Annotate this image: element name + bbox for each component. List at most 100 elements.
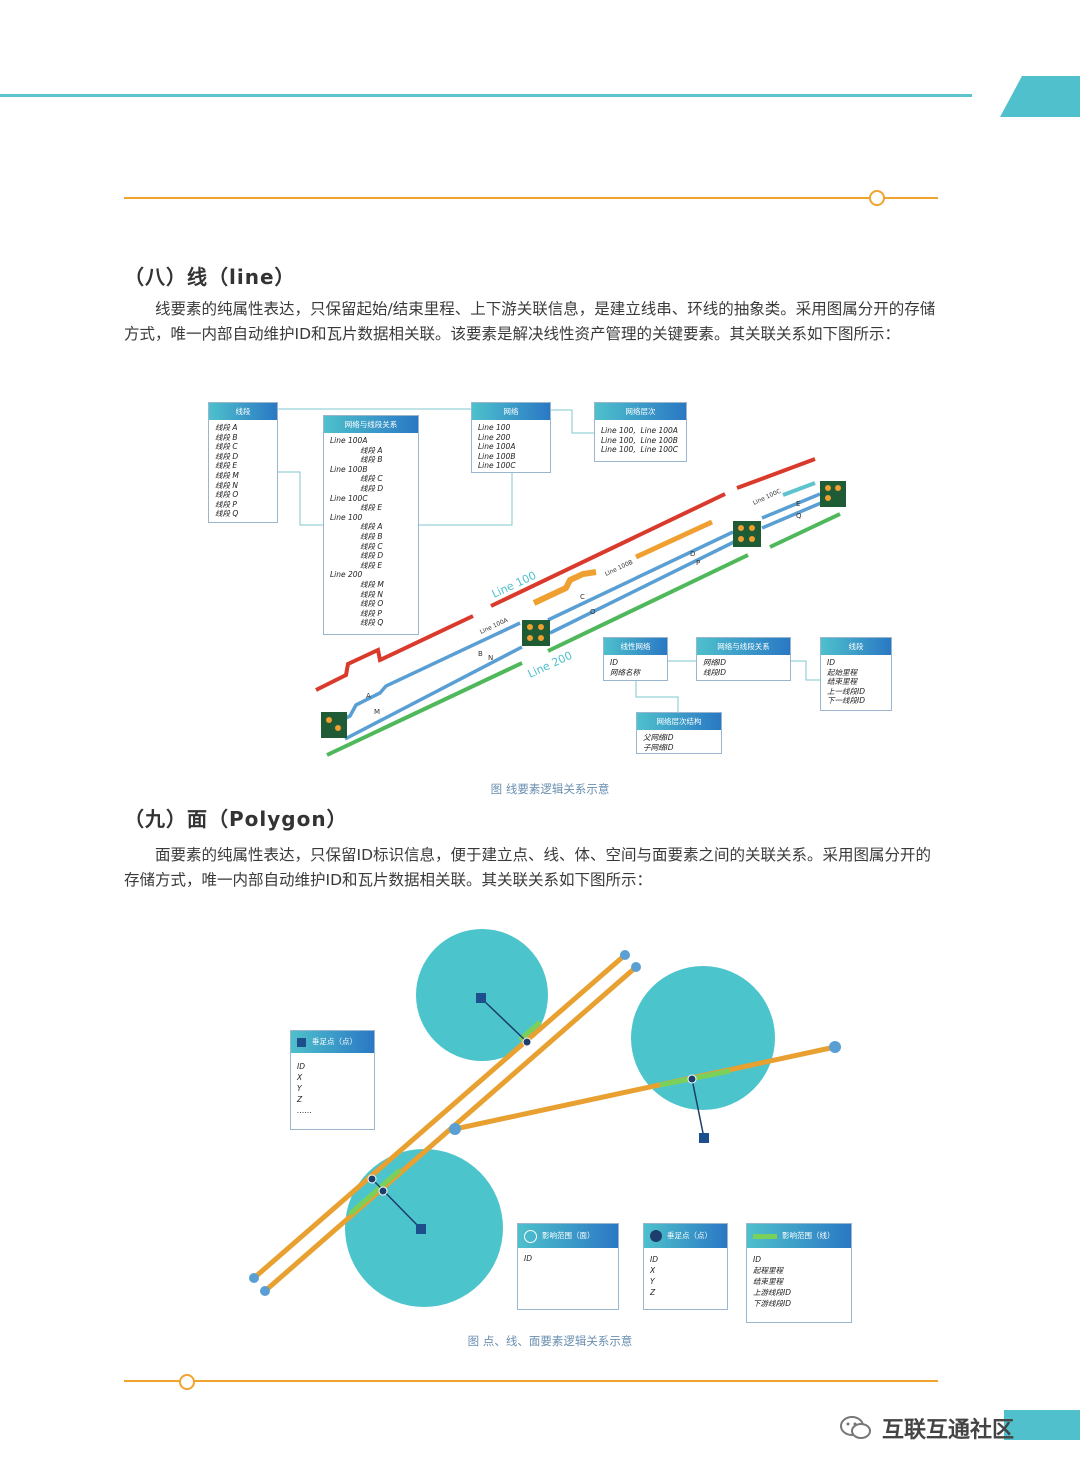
label-line200: Line 200: [526, 649, 574, 681]
filled-circle-icon: [650, 1230, 662, 1242]
label-c: C: [580, 593, 585, 601]
cyan-segment: [782, 481, 816, 497]
blue-line-lower3: [761, 498, 829, 530]
box-foot-sq-header: 垂足点（点）: [291, 1031, 374, 1053]
green-line-line200-3: [769, 512, 841, 549]
section8-title: （八）线（line）: [124, 265, 296, 289]
foot-square-2: [699, 1133, 709, 1143]
box-hier-title: 网络层次结构: [637, 713, 721, 730]
node-icon-4: [820, 481, 846, 507]
green-line-line200-2: [547, 553, 749, 653]
blue-line-lower2: [549, 537, 741, 635]
label-line100c: Line 100C: [752, 488, 782, 507]
header-rule: [0, 94, 972, 97]
box-netseg2-title: 网络与线段关系: [697, 638, 790, 655]
bottom-rule-circle: [179, 1374, 195, 1390]
endpoint-dot: [829, 1041, 841, 1053]
red-line-segment2: [490, 492, 726, 608]
orange-segment-2: [634, 519, 714, 560]
foot-point-3a: [367, 1174, 377, 1184]
box-segments-title: 线段: [209, 403, 277, 420]
section8-paragraph: 线要素的纯属性表达，只保留起始/结束里程、上下游关联信息，是建立线串、环线的抽象…: [124, 300, 936, 343]
top-orange-rule: [124, 197, 938, 199]
connector-bottom3: [635, 681, 679, 712]
caption-2: 图 点、线、面要素逻辑关系示意: [467, 1334, 633, 1348]
label-line100a: Line 100A: [479, 616, 510, 635]
label-m: M: [374, 708, 380, 716]
perpendicular-line-3: [371, 1178, 422, 1230]
red-line-segment3: [736, 457, 816, 490]
orange-line-1: [252, 953, 627, 1280]
foot-point-1: [522, 1037, 532, 1047]
perpendicular-line-1: [480, 997, 528, 1043]
line-diagram-graphics: Line 100 Line 200 Line 100A Line 100B Li…: [278, 408, 846, 757]
endpoint-dot: [631, 962, 641, 972]
box-seg2-title: 线段: [821, 638, 891, 655]
top-rule-circle: [869, 190, 885, 206]
connector-seg-net2: [278, 471, 324, 526]
box-foot-circ-header: 垂足点（点）: [644, 1224, 727, 1248]
foot-square-3: [416, 1224, 426, 1234]
orange-line-3: [454, 1044, 836, 1132]
section9-paragraph: 面要素的纯属性表达，只保留ID标识信息，便于建立点、线、体、空间与面要素之间的关…: [124, 846, 932, 889]
endpoint-dot: [449, 1123, 461, 1135]
box-network-title: 网络: [472, 403, 550, 420]
connector-bottom2: [791, 660, 820, 681]
label-o: O: [590, 608, 596, 616]
label-e: E: [796, 500, 800, 508]
node-icon-1: [321, 712, 347, 738]
blue-line-lower: [344, 645, 523, 741]
box-impact-area: 影响范围（面） ID: [517, 1223, 619, 1310]
circle-outline-icon: [524, 1229, 537, 1243]
endpoint-dot: [260, 1286, 270, 1296]
orange-segment-1: [532, 569, 597, 606]
label-q: Q: [796, 512, 802, 520]
green-line-line200: [326, 661, 523, 757]
header-tab: [1000, 76, 1080, 117]
green-line-icon: [753, 1233, 777, 1239]
square-icon: [297, 1037, 306, 1047]
connector-net-levels: [551, 409, 594, 434]
node-icon-3: [733, 521, 761, 547]
footer-tab: [1004, 1410, 1080, 1440]
label-p: P: [696, 559, 700, 567]
watermark-text: 互联互通社区: [882, 1418, 1015, 1443]
green-overlay-1: [518, 1020, 542, 1042]
label-d: D: [690, 550, 695, 558]
wechat-icon: [840, 1416, 871, 1439]
foot-point-2: [687, 1074, 697, 1084]
box-linear-net-title: 线性网络: [604, 638, 667, 655]
label-n: N: [488, 654, 493, 662]
bottom-orange-rule: [124, 1380, 938, 1382]
circle-right: [631, 966, 775, 1110]
caption-1: 图 线要素逻辑关系示意: [490, 782, 610, 796]
endpoint-dot: [620, 950, 630, 960]
blue-line-upper2: [547, 530, 734, 622]
label-b: B: [478, 650, 483, 658]
connector-net-netseg: [419, 473, 513, 526]
box-line-range-header: 影响范围（线）: [747, 1224, 851, 1248]
section9-title: （九）面（Polygon）: [124, 807, 348, 831]
box-levels-title: 网络层次: [595, 403, 686, 420]
foot-square-1: [476, 993, 486, 1003]
foot-point-3b: [378, 1186, 388, 1196]
